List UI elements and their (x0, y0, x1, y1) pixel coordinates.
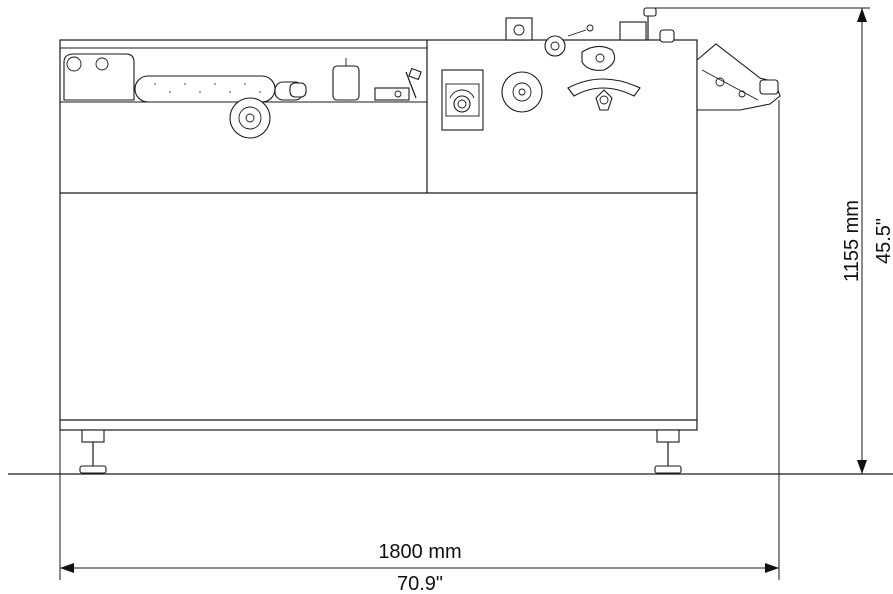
feed-roller-assembly (63, 53, 307, 103)
leveling-foot-left (79, 429, 107, 474)
slotted-adjustment-arc (567, 78, 641, 111)
height-metric-label: 1155 mm (841, 200, 863, 282)
width-dimension-line (60, 563, 779, 573)
center-handwheel (501, 71, 543, 113)
leveling-foot-right (654, 429, 682, 474)
machine-body (59, 39, 698, 431)
width-metric-label: 1800 mm (378, 541, 461, 563)
width-imperial-label: 70.9" (397, 573, 443, 594)
guide-bracket (332, 58, 422, 101)
top-mechanisms (505, 7, 675, 71)
control-dial-panel (441, 69, 484, 131)
delivery-unit (696, 43, 781, 111)
height-dimension-line (857, 8, 867, 474)
left-handwheel (229, 97, 271, 139)
height-imperial-label: 45.5" (873, 218, 893, 264)
